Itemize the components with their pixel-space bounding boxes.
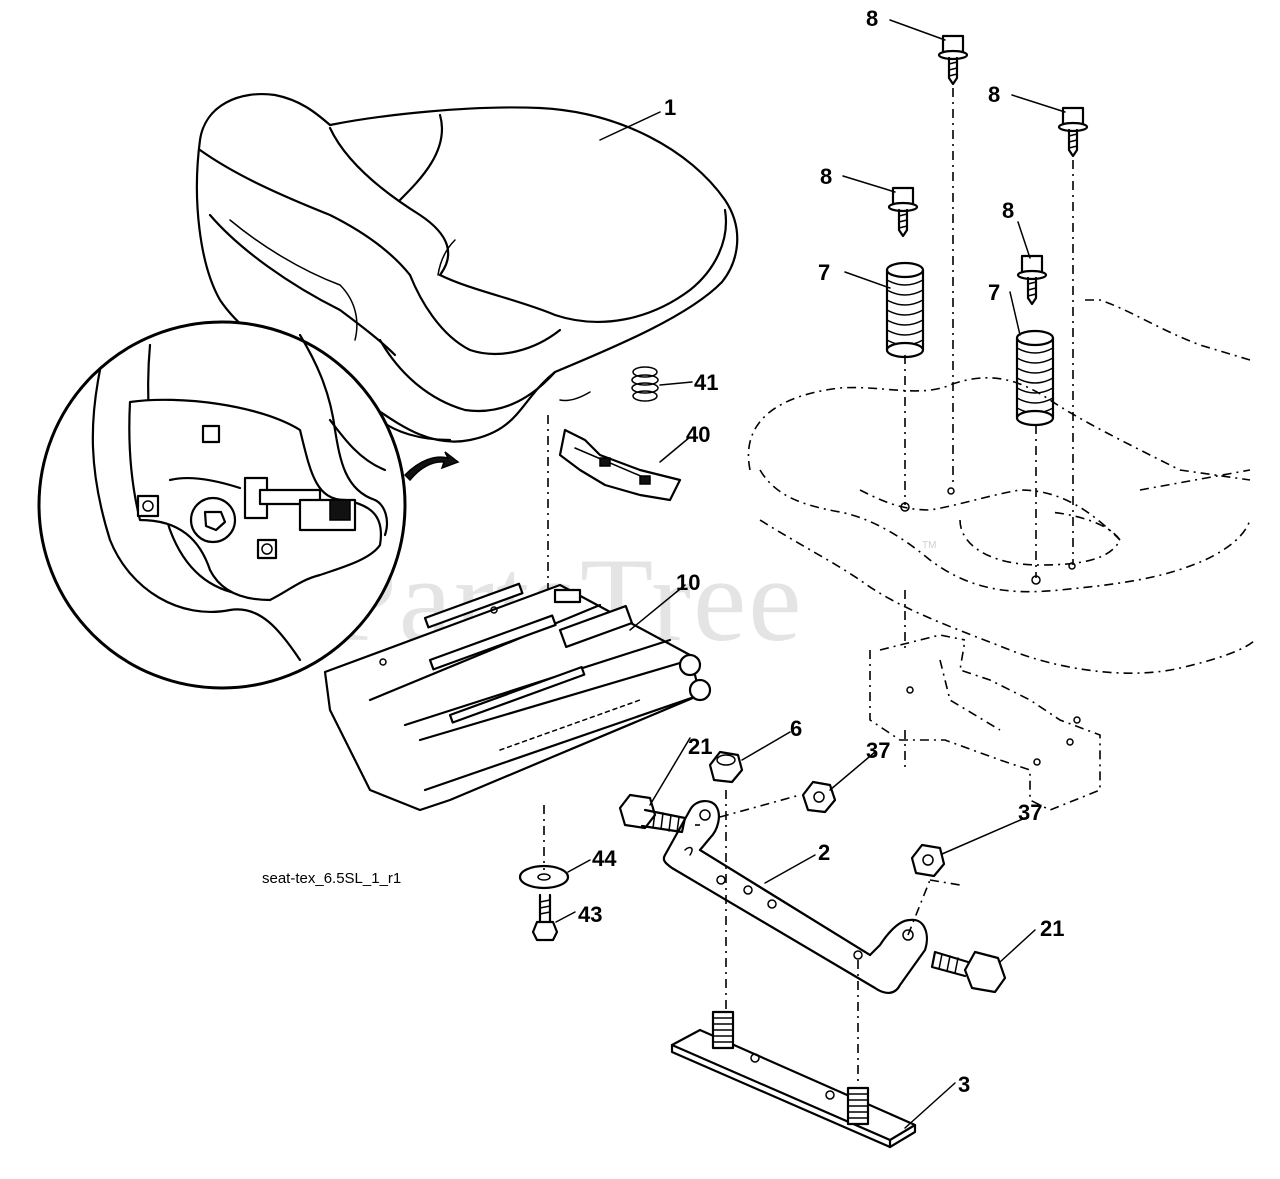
callout-43: 43 xyxy=(578,902,602,927)
bolt-21-right[interactable] xyxy=(930,950,1007,994)
washer-44[interactable] xyxy=(518,864,570,890)
nut-37-lower[interactable] xyxy=(910,843,946,878)
callout-8-middle: 8 xyxy=(820,164,832,189)
plate-3[interactable] xyxy=(670,1010,917,1149)
nut-37-upper[interactable] xyxy=(801,780,837,814)
alignment-lines xyxy=(543,88,1074,1085)
spring-7-right[interactable] xyxy=(1015,329,1055,427)
bolt-21-left[interactable] xyxy=(618,793,687,834)
callout-1: 1 xyxy=(664,95,676,120)
callout-3: 3 xyxy=(958,1072,970,1097)
callout-8-right: 8 xyxy=(1002,198,1014,223)
bolt-8-d[interactable] xyxy=(1016,254,1048,306)
detail-inset xyxy=(37,320,460,690)
callout-40: 40 xyxy=(686,422,710,447)
diagram-caption: seat-tex_6.5SL_1_r1 xyxy=(262,870,401,887)
callout-21-left: 21 xyxy=(688,734,712,759)
bracket-2[interactable] xyxy=(662,800,928,994)
callout-8-upper-right: 8 xyxy=(988,82,1000,107)
callout-labels: 1 2 3 6 7 7 8 8 8 8 10 21 21 37 37 40 41… xyxy=(578,6,1064,1097)
mounting-plate xyxy=(747,299,1256,811)
callout-10: 10 xyxy=(676,570,700,595)
spring-41[interactable] xyxy=(631,366,659,402)
leader-lines xyxy=(555,19,1066,1129)
callout-44: 44 xyxy=(592,846,617,871)
callout-41: 41 xyxy=(694,370,718,395)
callout-37-lower: 37 xyxy=(1018,800,1042,825)
callout-2: 2 xyxy=(818,840,830,865)
bolt-8-a[interactable] xyxy=(937,34,969,86)
callout-6: 6 xyxy=(790,716,802,741)
spring-7-left[interactable] xyxy=(885,261,925,359)
nut-6[interactable] xyxy=(708,750,744,784)
screw-43[interactable] xyxy=(531,893,559,942)
bolt-8-c[interactable] xyxy=(887,186,919,238)
bolt-8-b[interactable] xyxy=(1057,106,1089,158)
seat-pan-10[interactable] xyxy=(323,582,712,812)
callout-7-right: 7 xyxy=(988,280,1000,305)
callout-8-top: 8 xyxy=(866,6,878,31)
callout-37-upper: 37 xyxy=(866,738,890,763)
watermark-tm: TM xyxy=(922,540,936,551)
callout-21-right: 21 xyxy=(1040,916,1064,941)
callout-7-left: 7 xyxy=(818,260,830,285)
latch-40[interactable] xyxy=(558,428,682,502)
